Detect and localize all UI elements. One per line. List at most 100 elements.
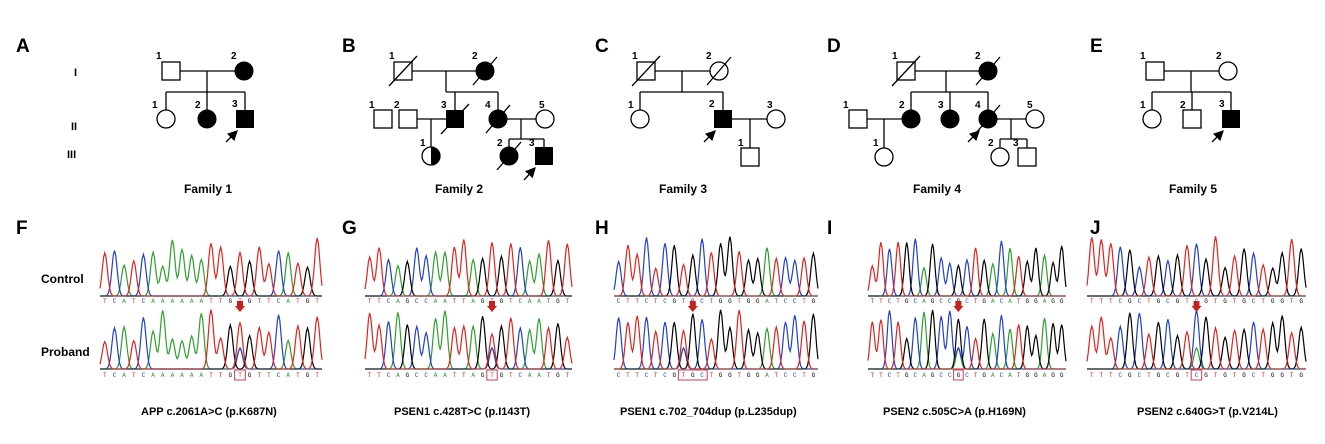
base-call: C [387,298,391,305]
base-call: C [700,372,704,379]
variant-arrow-icon [687,301,698,312]
base-call: G [905,298,909,305]
pedigree-family-1: 1 2 1 2 3 [152,51,254,143]
base-call: T [1109,372,1113,379]
trace-g [614,309,819,370]
base-call: A [443,372,447,379]
panel-label-h: H [595,218,609,239]
base-call: G [1223,298,1227,305]
base-call: T [1261,372,1265,379]
base-call: T [1185,298,1189,305]
base-call: T [654,298,658,305]
base-call: G [957,372,961,379]
base-call: T [710,298,714,305]
base-call: G [982,372,986,379]
mutation-label-g: PSEN1 c.428T>C (p.I143T) [394,406,530,418]
variant-arrow-icon [953,301,964,312]
generation-label-i: I [74,67,77,79]
base-call: C [415,372,419,379]
svg-text:1: 1 [156,51,162,62]
base-call: C [965,298,969,305]
base-call: G [1204,298,1208,305]
base-call: C [1000,372,1004,379]
base-call: G [229,372,233,379]
trace-a [100,239,322,297]
base-call: G [691,372,695,379]
base-call: A [151,372,155,379]
base-call: G [931,298,935,305]
base-call: G [556,298,560,305]
base-call: C [1252,372,1256,379]
base-call: A [200,298,204,305]
base-call: A [434,298,438,305]
svg-text:2: 2 [975,51,981,62]
svg-text:1: 1 [1140,51,1146,62]
trace-t [99,309,323,370]
base-call: T [1290,298,1294,305]
base-call: T [737,298,741,305]
base-call: G [1223,372,1227,379]
base-call: C [113,298,117,305]
generation-label-iii: III [67,149,76,161]
panel-label-d: D [827,36,841,57]
base-call: T [566,372,570,379]
base-call: T [453,372,457,379]
base-call: T [871,372,875,379]
base-call: T [103,298,107,305]
panel-label-a: A [16,36,30,57]
base-call: G [500,298,504,305]
panel-label-g: G [342,218,357,239]
base-call: G [306,372,310,379]
base-call: C [965,372,969,379]
svg-text:3: 3 [1013,138,1019,149]
base-call: C [784,372,788,379]
trace-t [99,237,323,297]
base-call: C [424,298,428,305]
base-call: T [682,298,686,305]
base-call: C [1138,372,1142,379]
svg-text:2: 2 [709,99,715,110]
base-call: A [443,298,447,305]
base-call: G [728,372,732,379]
base-call: A [434,372,438,379]
mutation-label-j: PSEN2 c.640G>T (p.V214L) [1137,406,1278,418]
base-call: A [1043,372,1047,379]
base-call: G [248,298,252,305]
svg-text:2: 2 [394,100,400,111]
base-call: G [406,298,410,305]
family-label-2: Family 2 [435,182,483,196]
variant-arrow-icon [235,301,245,312]
base-call: G [812,372,816,379]
base-call: T [258,298,262,305]
svg-text:2: 2 [1180,100,1186,111]
base-call: G [556,372,560,379]
base-call: T [775,298,779,305]
base-call: C [277,298,281,305]
base-call: A [200,372,204,379]
base-call: C [939,298,943,305]
trace-c [100,250,322,297]
base-call: G [747,298,751,305]
base-call: T [974,298,978,305]
trace-g [100,259,322,297]
svg-text:1: 1 [873,138,879,149]
base-call: T [1090,372,1094,379]
base-call: G [982,298,986,305]
svg-text:2: 2 [706,51,712,62]
panel-label-e: E [1090,36,1103,57]
base-call: G [406,372,410,379]
base-call: T [896,372,900,379]
base-call: C [1138,298,1142,305]
base-call: G [1242,298,1246,305]
base-call: T [682,372,686,379]
base-call: G [1176,372,1180,379]
base-call: G [1051,372,1055,379]
base-call: T [258,372,262,379]
trace-g [1087,248,1307,297]
base-call: T [1261,298,1265,305]
base-call: A [171,372,175,379]
svg-text:1: 1 [1140,100,1146,111]
base-call: G [812,298,816,305]
svg-text:1: 1 [389,51,395,62]
